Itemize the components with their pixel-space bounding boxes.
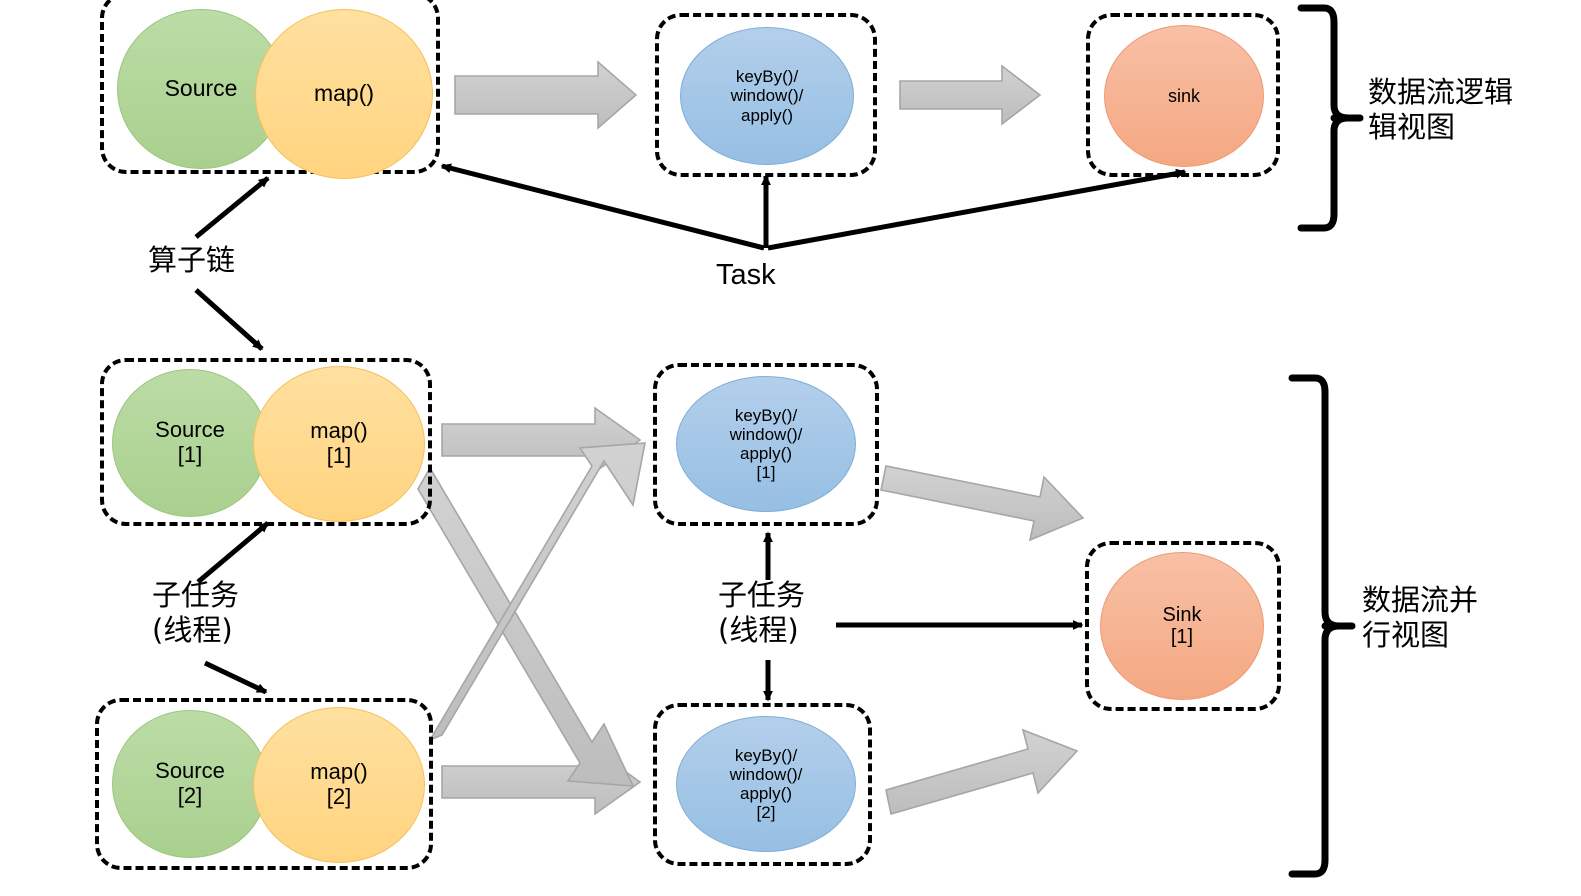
annotation-task: Task bbox=[716, 259, 776, 291]
annotation-arrow-chain-up bbox=[194, 176, 270, 239]
gray-arrow-keyby2-to-sink bbox=[885, 728, 1079, 816]
gray-arrow-keyby1-to-sink bbox=[880, 465, 1085, 542]
task-box-chain-2[interactable] bbox=[95, 698, 433, 870]
task-box-keyby-1[interactable] bbox=[653, 363, 879, 526]
node-keyby[interactable]: keyBy()/ window()/ apply() bbox=[680, 27, 854, 165]
node-keyby-1[interactable]: keyBy()/ window()/ apply() [1] bbox=[676, 376, 856, 512]
gray-arrow-map2-to-keyby1 bbox=[428, 442, 646, 742]
bracket-logical-view bbox=[1297, 4, 1364, 232]
annotation-arrow-task-right bbox=[767, 168, 1187, 251]
node-map-1[interactable]: map() [1] bbox=[253, 366, 425, 522]
node-map[interactable]: map() bbox=[255, 9, 433, 179]
task-box-sink[interactable] bbox=[1086, 13, 1280, 177]
node-sink[interactable]: sink bbox=[1104, 25, 1264, 167]
task-box-keyby[interactable] bbox=[655, 13, 877, 177]
annotation-arrow-subtask-left-up bbox=[196, 521, 270, 584]
gray-arrow-map1-to-keyby2 bbox=[417, 466, 635, 787]
node-keyby-2[interactable]: keyBy()/ window()/ apply() [2] bbox=[676, 716, 856, 852]
task-box-chain-1[interactable] bbox=[100, 358, 432, 526]
node-sink-1[interactable]: Sink [1] bbox=[1100, 552, 1264, 700]
bracket-label-parallel-view: 数据流并 行视图 bbox=[1362, 583, 1479, 652]
bracket-label-logical-view: 数据流逻辑 辑视图 bbox=[1368, 75, 1514, 144]
task-box-sink-1[interactable] bbox=[1085, 541, 1281, 711]
annotation-operator-chain: 算子链 bbox=[148, 243, 236, 277]
node-source[interactable]: Source bbox=[117, 9, 285, 169]
annotation-arrow-subtask-left-down bbox=[203, 660, 268, 695]
bracket-parallel-view bbox=[1288, 374, 1356, 878]
annotation-arrow-chain-down bbox=[194, 288, 264, 351]
task-box-keyby-2[interactable] bbox=[653, 703, 872, 866]
node-source-1[interactable]: Source [1] bbox=[112, 369, 268, 517]
gray-arrow-keyby-to-sink bbox=[899, 64, 1042, 126]
gray-arrow-map-to-keyby bbox=[454, 60, 638, 130]
task-box-operator-chain[interactable] bbox=[100, 0, 440, 174]
annotation-arrow-task-left bbox=[440, 163, 765, 251]
node-source-2[interactable]: Source [2] bbox=[112, 710, 268, 858]
annotation-subtask-middle: 子任务 (线程) bbox=[718, 578, 806, 647]
node-map-2[interactable]: map() [2] bbox=[253, 707, 425, 863]
annotation-subtask-left: 子任务 (线程) bbox=[152, 578, 240, 647]
